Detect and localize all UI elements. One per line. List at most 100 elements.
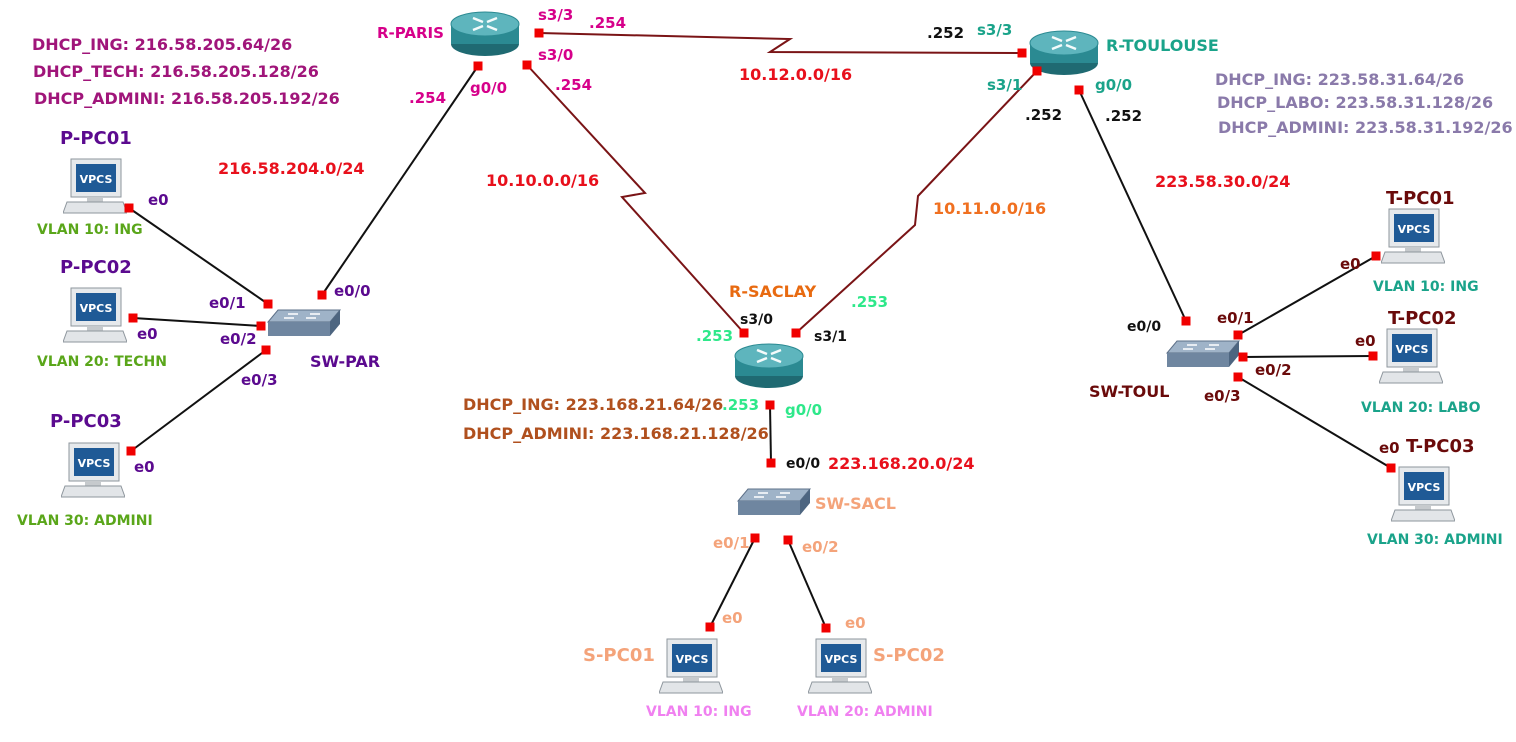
port-dot-swtoul-e0-0 [1181, 316, 1191, 326]
t-pc01-vlan-label: VLAN 10: ING [1373, 279, 1479, 295]
s-pc02-label: S-PC02 [873, 645, 945, 666]
pc-s-pc02[interactable]: VPCS [807, 637, 873, 695]
pc-t-pc01[interactable]: VPCS [1380, 207, 1446, 265]
t-pc01-label: T-PC01 [1386, 188, 1455, 209]
dhcp-saclay-admini: DHCP_ADMINI: 223.168.21.128/26 [463, 424, 769, 443]
iface-swpar-e0-1: e0/1 [209, 294, 246, 312]
link-swsacl-spc02[interactable] [787, 539, 827, 629]
t-pc02-label: T-PC02 [1388, 308, 1457, 329]
switch-sw-par[interactable] [264, 306, 344, 340]
iface-saclay-s3-1: s3/1 [814, 329, 847, 345]
port-dot-ppc01-e0 [124, 203, 134, 213]
port-dot-swpar-e0-3 [261, 345, 271, 355]
vpcs-pc-icon: VPCS [807, 638, 873, 694]
vpcs-pc-icon: VPCS [1390, 466, 1456, 522]
net-toulouse-saclay: 10.11.0.0/16 [933, 199, 1047, 218]
iface-toulouse-g0-0: g0/0 [1095, 76, 1133, 94]
port-dot-paris-s3-3 [534, 28, 544, 38]
link-swpar-ppc02[interactable] [132, 317, 262, 327]
pc-s-pc01[interactable]: VPCS [658, 637, 724, 695]
port-dot-swpar-e0-2 [256, 321, 266, 331]
link-swsacl-spc01[interactable] [709, 537, 756, 628]
dhcp-toulouse-ing: DHCP_ING: 223.58.31.64/26 [1215, 70, 1465, 89]
port-dot-ppc02-e0 [128, 313, 138, 323]
iface-tpc03-e0: e0 [1379, 439, 1400, 457]
link-paris-swpar[interactable] [321, 65, 479, 296]
dhcp-toulouse-labo: DHCP_LABO: 223.58.31.128/26 [1217, 93, 1494, 112]
port-dot-swtoul-e0-3 [1233, 372, 1243, 382]
p-pc01-vlan-label: VLAN 10: ING [37, 222, 143, 238]
router-icon [734, 343, 804, 388]
host-paris-g0-0: .254 [409, 89, 447, 107]
sw-sacl-label: SW-SACL [815, 494, 896, 513]
host-toulouse-g0-0: .252 [1105, 107, 1143, 125]
iface-tpc02-e0: e0 [1355, 332, 1376, 350]
t-pc02-vlan-label: VLAN 20: LABO [1361, 400, 1481, 416]
pc-p-pc02[interactable]: VPCS [62, 286, 128, 344]
iface-ppc01-e0: e0 [148, 191, 169, 209]
port-dot-toulouse-s3-3 [1017, 48, 1027, 58]
link-swtoul-tpc03[interactable] [1237, 376, 1392, 469]
r-toulouse-label: R-TOULOUSE [1106, 36, 1219, 55]
link-swpar-ppc01[interactable] [128, 207, 269, 305]
sw-toul-label: SW-TOUL [1089, 382, 1170, 401]
switch-sw-toul[interactable] [1163, 337, 1243, 371]
link-swtoul-tpc02[interactable] [1242, 355, 1374, 358]
pc-p-pc03[interactable]: VPCS [60, 441, 126, 499]
dhcp-paris-admini: DHCP_ADMINI: 216.58.205.192/26 [34, 89, 340, 108]
port-dot-spc02-e0 [821, 623, 831, 633]
link-swpar-ppc03[interactable] [130, 349, 267, 452]
iface-saclay-g0-0: g0/0 [785, 401, 823, 419]
pc-t-pc02[interactable]: VPCS [1378, 327, 1444, 385]
link-paris-toulouse[interactable] [538, 32, 1023, 54]
vpcs-label: VPCS [1408, 481, 1441, 494]
host-saclay-s3-1: .253 [851, 293, 889, 311]
port-dot-swpar-e0-1 [263, 299, 273, 309]
iface-swtoul-e0-2: e0/2 [1255, 361, 1292, 379]
p-pc03-label: P-PC03 [50, 411, 122, 432]
port-dot-paris-g0-0 [473, 61, 483, 71]
router-icon [1029, 30, 1099, 75]
iface-swsacl-e0-0: e0/0 [786, 456, 821, 472]
switch-icon [1165, 340, 1241, 367]
iface-paris-s3-0: s3/0 [538, 46, 574, 64]
r-paris-label: R-PARIS [377, 24, 444, 42]
host-paris-s3-0: .254 [555, 76, 593, 94]
switch-icon [266, 309, 342, 336]
net-paris-saclay: 10.10.0.0/16 [486, 171, 600, 190]
vpcs-pc-icon: VPCS [60, 442, 126, 498]
router-r-toulouse[interactable] [1014, 27, 1114, 79]
vpcs-label: VPCS [1396, 343, 1429, 356]
iface-swsacl-e0-1: e0/1 [713, 534, 750, 552]
r-saclay-label: R-SACLAY [729, 282, 817, 301]
switch-sw-sacl[interactable] [734, 485, 814, 519]
vpcs-label: VPCS [1398, 223, 1431, 236]
vpcs-label: VPCS [78, 457, 111, 470]
iface-swtoul-e0-0: e0/0 [1127, 319, 1162, 335]
link-paris-saclay[interactable] [526, 64, 745, 334]
router-r-paris[interactable] [435, 8, 535, 60]
switch-icon [736, 488, 812, 515]
link-toulouse-swtoul[interactable] [1078, 89, 1187, 322]
iface-swtoul-e0-1: e0/1 [1217, 309, 1254, 327]
iface-saclay-s3-0: s3/0 [740, 312, 773, 328]
net-paris-toulouse: 10.12.0.0/16 [739, 65, 853, 84]
iface-swsacl-e0-2: e0/2 [802, 538, 839, 556]
vpcs-pc-icon: VPCS [1380, 208, 1446, 264]
router-r-saclay[interactable] [719, 340, 819, 392]
port-dot-tpc01-e0 [1371, 251, 1381, 261]
link-saclay-swsacl[interactable] [769, 404, 772, 464]
s-pc01-label: S-PC01 [583, 645, 655, 666]
net-toulouse-lan: 223.58.30.0/24 [1155, 172, 1291, 191]
vpcs-label: VPCS [676, 653, 709, 666]
iface-spc02-e0: e0 [845, 614, 866, 632]
link-swtoul-tpc01[interactable] [1237, 255, 1377, 336]
p-pc02-vlan-label: VLAN 20: TECHN [37, 354, 167, 370]
port-dot-paris-s3-0 [522, 60, 532, 70]
port-dot-swsacl-e0-0 [766, 458, 776, 468]
pc-t-pc03[interactable]: VPCS [1390, 465, 1456, 523]
link-toulouse-saclay[interactable] [795, 70, 1038, 334]
vpcs-pc-icon: VPCS [1378, 328, 1444, 384]
pc-p-pc01[interactable]: VPCS [62, 157, 128, 215]
